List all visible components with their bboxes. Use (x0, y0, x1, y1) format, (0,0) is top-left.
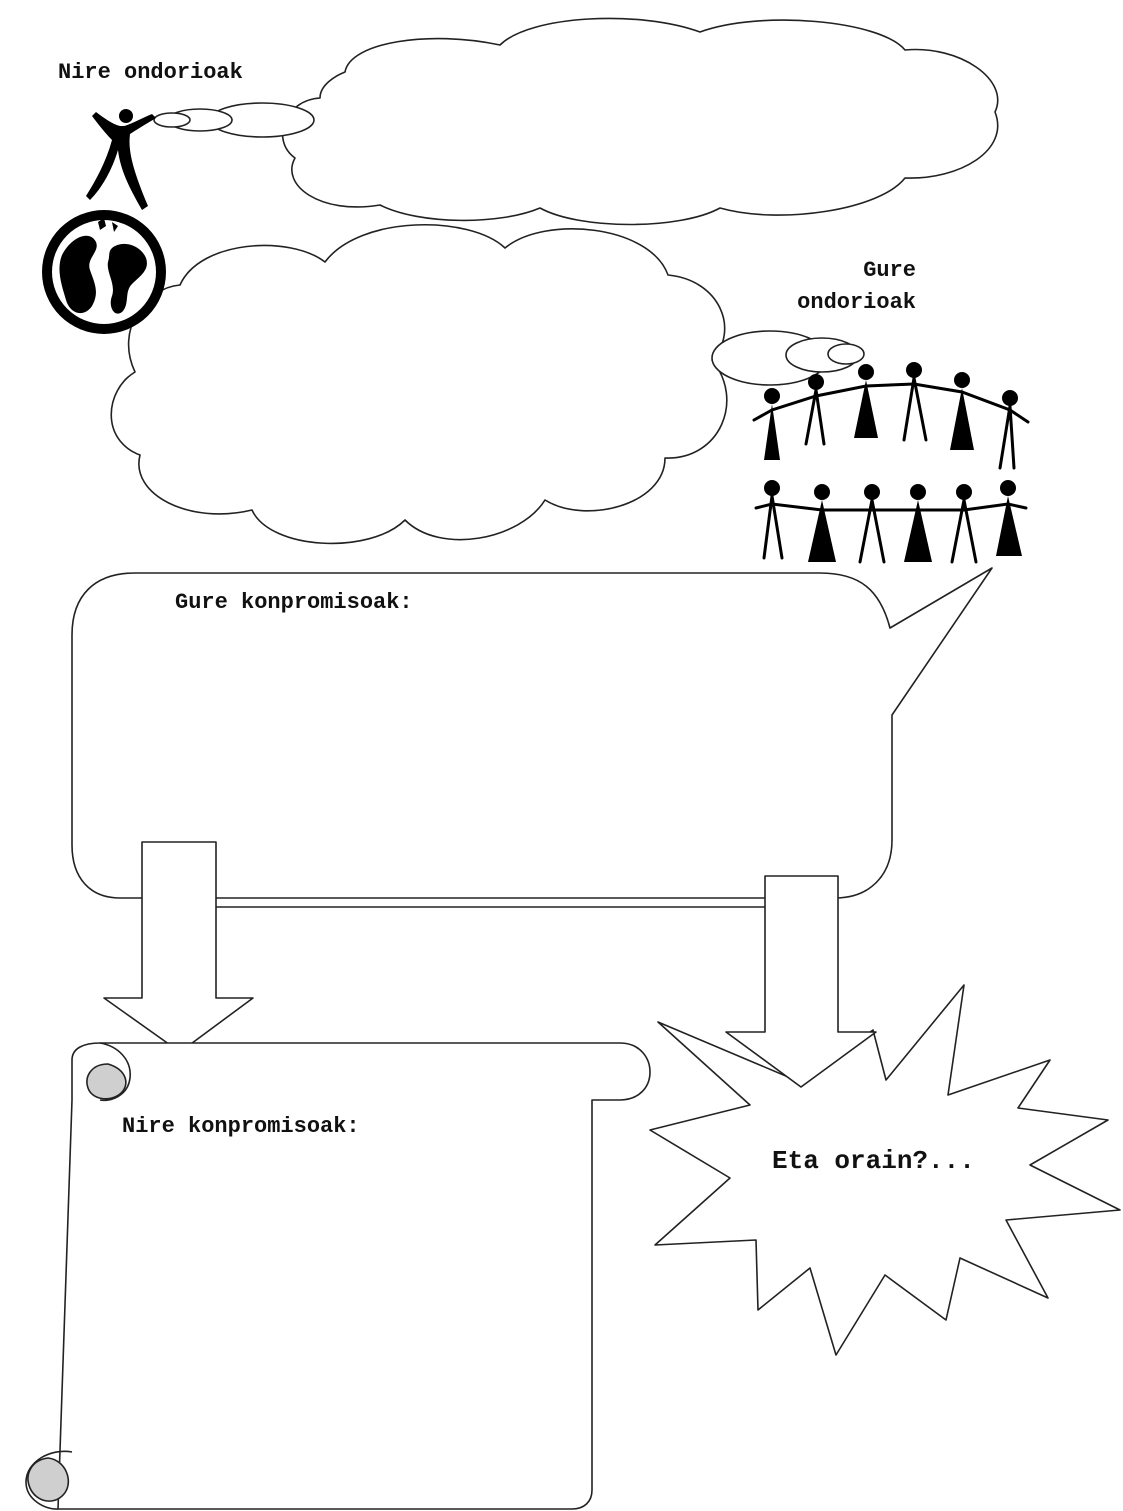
our-conclusions-cloud[interactable] (110, 223, 728, 545)
and-now-explosion[interactable] (649, 984, 1121, 1356)
person-holding-globe-icon (42, 109, 166, 334)
our-conclusions-label: Gure ondorioak (762, 255, 916, 319)
left-down-arrow (103, 841, 254, 1053)
my-conclusions-label: Nire ondorioak (58, 60, 243, 85)
and-now-label: Eta orain?... (772, 1146, 975, 1176)
my-commitments-label: Nire konpromisoak: (122, 1114, 360, 1139)
right-down-arrow (725, 875, 877, 1088)
people-chain-row-2 (754, 480, 1028, 564)
scroll-top-curl (86, 1063, 127, 1100)
our-commitments-label: Gure konpromisoak: (175, 590, 413, 615)
scroll-bottom-curl (27, 1457, 70, 1502)
my-conclusions-cloud[interactable] (281, 17, 999, 226)
holding-hands-people-icon (752, 362, 1030, 564)
my-commitments-scroll[interactable] (57, 1042, 651, 1510)
our-conclusions-label-line2: ondorioak (797, 290, 916, 315)
scroll-bottom-roll (25, 1450, 73, 1510)
thought-bubble-small-2 (827, 343, 865, 365)
our-commitments-speech-bubble[interactable] (71, 567, 993, 899)
people-chain-row-1 (752, 362, 1030, 470)
thought-bubble-small (153, 112, 191, 128)
our-conclusions-label-line1: Gure (863, 258, 916, 283)
scroll-top-roll (99, 1042, 131, 1102)
